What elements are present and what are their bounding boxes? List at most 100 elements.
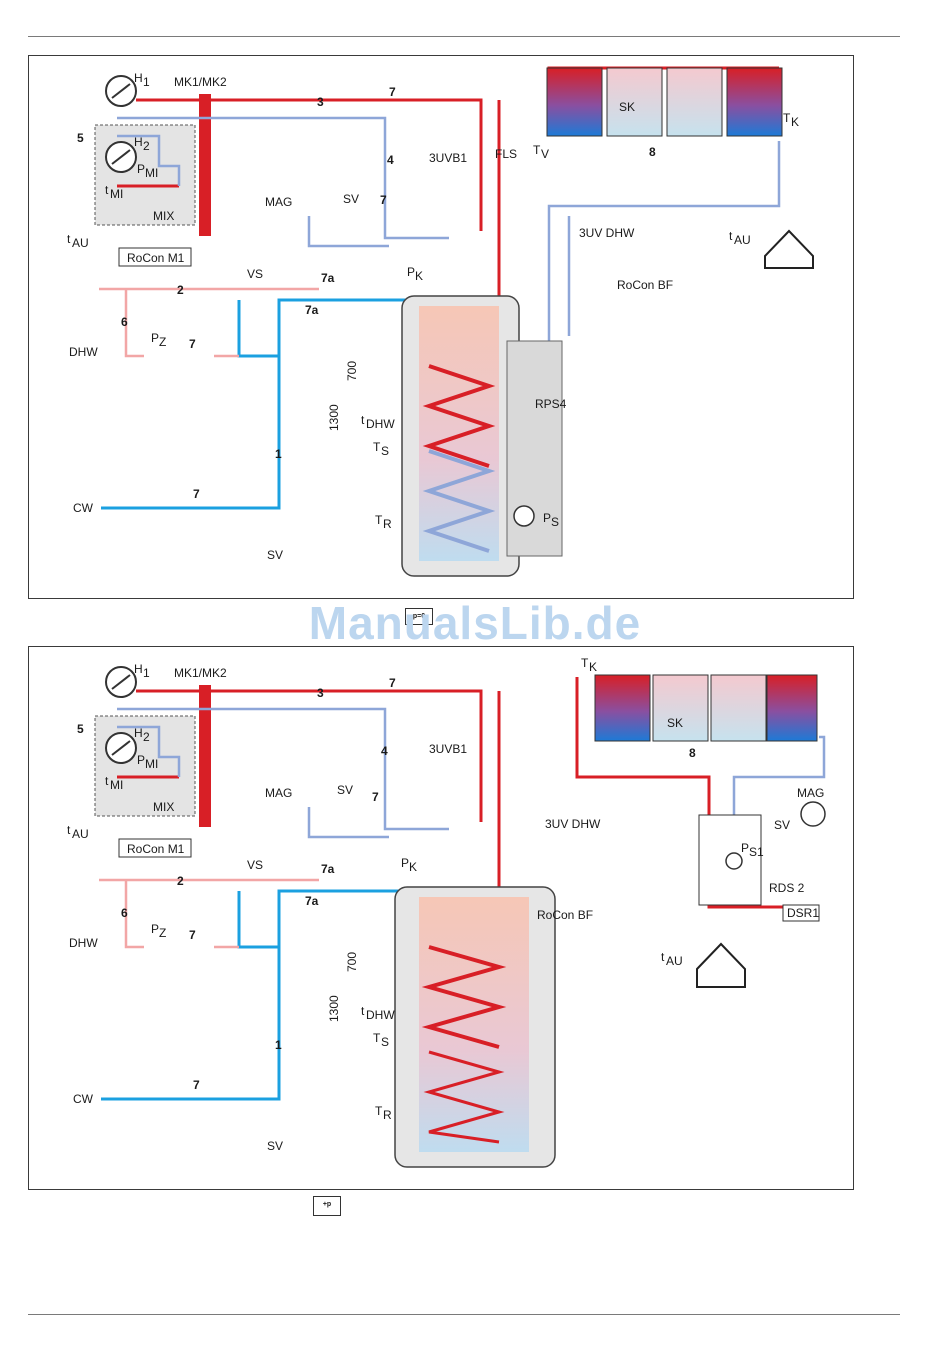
label-tmi: t (105, 774, 109, 788)
label-1: 1 (275, 447, 282, 461)
label-tdhw-sub: DHW (366, 1008, 395, 1022)
label-pz: P (151, 331, 159, 345)
solar-collector-1 (546, 67, 603, 137)
label-pz-sub: Z (159, 335, 166, 349)
label-6: 6 (121, 315, 128, 329)
label-sk: SK (619, 100, 635, 114)
diagram-bottom: H 1 MK1/MK2 H 2 5 P MI t MI MIX t AU RoC… (28, 646, 854, 1190)
label-dsr1: DSR1 (787, 906, 819, 920)
label-ts: T (373, 1031, 381, 1045)
label-7e: 7 (189, 337, 196, 351)
label-7a-1: 7a (321, 271, 335, 285)
label-tr: T (375, 1104, 383, 1118)
distributor-bar (199, 685, 211, 827)
ps1-pump-icon (725, 852, 743, 870)
label-h1-sub: 1 (143, 75, 150, 89)
label-7a-2: 7a (305, 303, 319, 317)
label-h1-sub: 1 (143, 666, 150, 680)
label-7f: 7 (193, 1078, 200, 1092)
diagram-top-svg: H 1 MK1/MK2 H 2 5 P MI t MI MIX t AU RoC… (67, 66, 814, 577)
label-2: 2 (177, 283, 184, 297)
label-1: 1 (275, 1038, 282, 1052)
ps-pump-icon (513, 505, 535, 527)
label-3uv-dhw: 3UV DHW (579, 226, 635, 240)
symbol-bottom: +p (313, 1196, 341, 1216)
label-tdhw: t (361, 1004, 365, 1018)
label-tau-left-sub: AU (72, 236, 89, 250)
solar-side-unit (506, 340, 563, 557)
label-tmi-sub: MI (110, 778, 123, 792)
label-pz-sub: Z (159, 926, 166, 940)
label-7b: 7 (380, 193, 387, 207)
label-tau-house: t (661, 950, 665, 964)
label-rds2: RDS 2 (769, 881, 805, 895)
label-700: 700 (345, 361, 359, 381)
label-8: 8 (689, 746, 696, 760)
tank-interior (419, 306, 499, 561)
label-7a: 7 (389, 85, 396, 99)
label-1300: 1300 (327, 995, 341, 1022)
label-sv-bottom: SV (267, 548, 283, 562)
label-3uv-dhw: 3UV DHW (545, 817, 601, 831)
label-dhw: DHW (69, 345, 98, 359)
dsr1-box (782, 904, 820, 922)
label-5: 5 (77, 131, 84, 145)
label-pmi-sub: MI (145, 757, 158, 771)
solar-collector-4 (766, 674, 818, 742)
label-h1: H (134, 71, 143, 85)
solar-collector-3 (666, 67, 723, 137)
label-cw: CW (73, 1092, 94, 1106)
label-7b: 7 (372, 790, 379, 804)
label-mag: MAG (265, 786, 292, 800)
label-h2: H (134, 135, 143, 149)
label-sv-top: SV (343, 192, 359, 206)
solar-collector-4 (726, 67, 783, 137)
label-dhw: DHW (69, 936, 98, 950)
label-pz: P (151, 922, 159, 936)
header-rule (28, 36, 900, 37)
label-6: 6 (121, 906, 128, 920)
lower-coil (423, 1050, 505, 1144)
label-tk: T (783, 111, 791, 125)
label-mix: MIX (153, 800, 174, 814)
label-mk: MK1/MK2 (174, 666, 227, 680)
solar-collector-2 (606, 67, 663, 137)
label-mk: MK1/MK2 (174, 75, 227, 89)
label-pk: P (407, 265, 415, 279)
label-tk-sub: K (589, 660, 597, 674)
label-tv-sub: V (541, 147, 549, 161)
label-2: 2 (177, 874, 184, 888)
label-pmi-sub: MI (145, 166, 158, 180)
label-tmi: t (105, 183, 109, 197)
label-7e: 7 (189, 928, 196, 942)
label-5: 5 (77, 722, 84, 736)
label-h2-sub: 2 (143, 730, 150, 744)
label-pk-sub: K (415, 269, 423, 283)
label-3uvb1: 3UVB1 (429, 742, 467, 756)
label-mix: MIX (153, 209, 174, 223)
label-4: 4 (381, 744, 388, 758)
label-sv-solar: SV (774, 818, 790, 832)
label-tau-left: t (67, 823, 71, 837)
label-pk: P (401, 856, 409, 870)
label-tr: T (375, 513, 383, 527)
label-tv: T (533, 143, 541, 157)
return-lines (117, 707, 826, 887)
label-tr-sub: R (383, 1108, 392, 1122)
heating-coil (421, 945, 507, 1049)
label-h2-sub: 2 (143, 139, 150, 153)
house-icon (696, 942, 746, 988)
house-icon (764, 229, 814, 269)
diagram-top: H 1 MK1/MK2 H 2 5 P MI t MI MIX t AU RoC… (28, 55, 854, 599)
mag-solar-icon (800, 801, 826, 827)
label-tau-house-sub: AU (666, 954, 683, 968)
rocon-m1-box (118, 838, 192, 858)
label-rps4: RPS4 (535, 397, 567, 411)
label-rocon-bf: RoCon BF (537, 908, 593, 922)
label-h1: H (134, 662, 143, 676)
label-mag-solar: MAG (797, 786, 824, 800)
label-pk-sub: K (409, 860, 417, 874)
label-ps1: P (741, 841, 749, 855)
label-rocon-bf: RoCon BF (617, 278, 673, 292)
return-lines (117, 116, 781, 356)
